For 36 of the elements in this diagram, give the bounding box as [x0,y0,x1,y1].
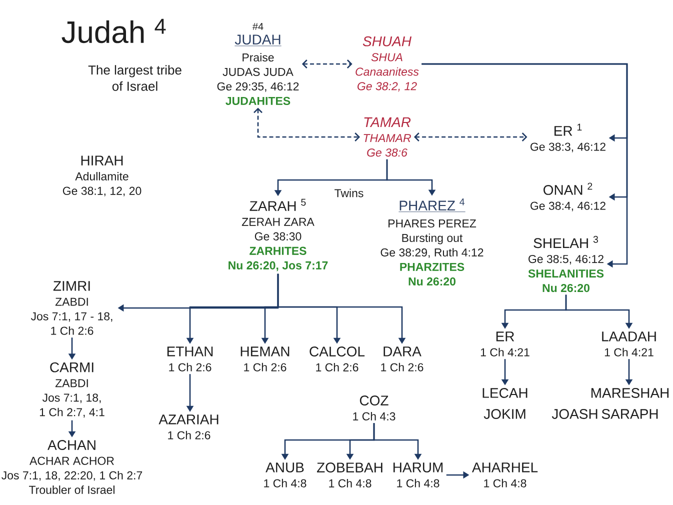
person-entry: MARESHAH [591,388,669,398]
person-entry: JOASH [552,409,598,419]
person-entry: CARMI ZABDI Jos 7:1, 18, 1 Ch 2:7, 4:1 [40,362,104,418]
person-entry: ANUB 1 Ch 4:8 [264,462,306,488]
person-entry: HEMAN 1 Ch 2:6 [240,346,290,372]
person-entry: ER $^{1}$ Ge 38:3, 46:12 [530,124,606,152]
person-entry: ZARAH $^{5}$ ZERAH ZARA Ge 38:30 ZARHITES Nu 26:20, Jos 7:17 [228,198,328,272]
person-entry: ER 1 Ch 4:21 [480,332,530,356]
person-entry: AZARIAH 1 Ch 2:6 [158,414,218,440]
person-entry: ZOBEBAH 1 Ch 4:8 [317,462,382,488]
note: The largest tribe of Israel [88,65,182,91]
person-entry: ACHAN ACHAR ACHOR Jos 7:1, 18, 22:20, 1 Ch 2:7 Troubler of Israel [2,440,142,494]
person-entry: AHARHEL 1 Ch 4:8 [472,462,538,488]
person-entry: LAADAH 1 Ch 4:21 [602,332,656,356]
person-entry: ETHAN 1 Ch 2:6 [167,346,213,372]
person-entry: DARA 1 Ch 2:6 [381,346,424,372]
person-entry: CALCOL 1 Ch 2:6 [310,346,365,372]
person-entry: SARAPH [602,409,658,419]
person-entry: ZIMRI ZABDI Jos 7:1, 17 - 18, 1 Ch 2:6 [30,281,112,335]
person-entry: SHUAH SHUA Canaanitess Ge 38:2, 12 [356,36,419,92]
person-entry: #4 JUDAH Praise JUDAS JUDA Ge 29:35, 46:12 JUDAHITES [217,23,299,105]
dashed-arrow [414,132,528,142]
person-entry: COZ 1 Ch 4:3 [353,396,396,420]
person-entry: HIRAH Adullamite Ge 38:1, 12, 20 [62,156,142,196]
person-entry: JOKIM [484,409,526,419]
title: Judah $^{4}$ [62,18,166,44]
person-entry: TAMAR THAMAR Ge 38:6 [364,117,411,157]
dashed-arrow [302,60,352,68]
person-entry: SHELAH $^{3}$ Ge 38:5, 46:12 SHELANITIES Nu 26:20 [528,236,604,292]
dashed-arrow [254,108,360,142]
person-entry: LECAH [482,388,528,398]
arrow [422,63,628,268]
person-entry: HARUM 1 Ch 4:8 [393,462,443,488]
annotation: Twins [334,188,364,198]
person-entry: PHAREZ $^{4}$ PHARES PEREZ Bursting out Ge 38:29, Ruth 4:12 PHARZITES Nu 26:20 [380,198,484,286]
person-entry: ONAN $^{2}$ Ge 38:4, 46:12 [530,182,606,212]
